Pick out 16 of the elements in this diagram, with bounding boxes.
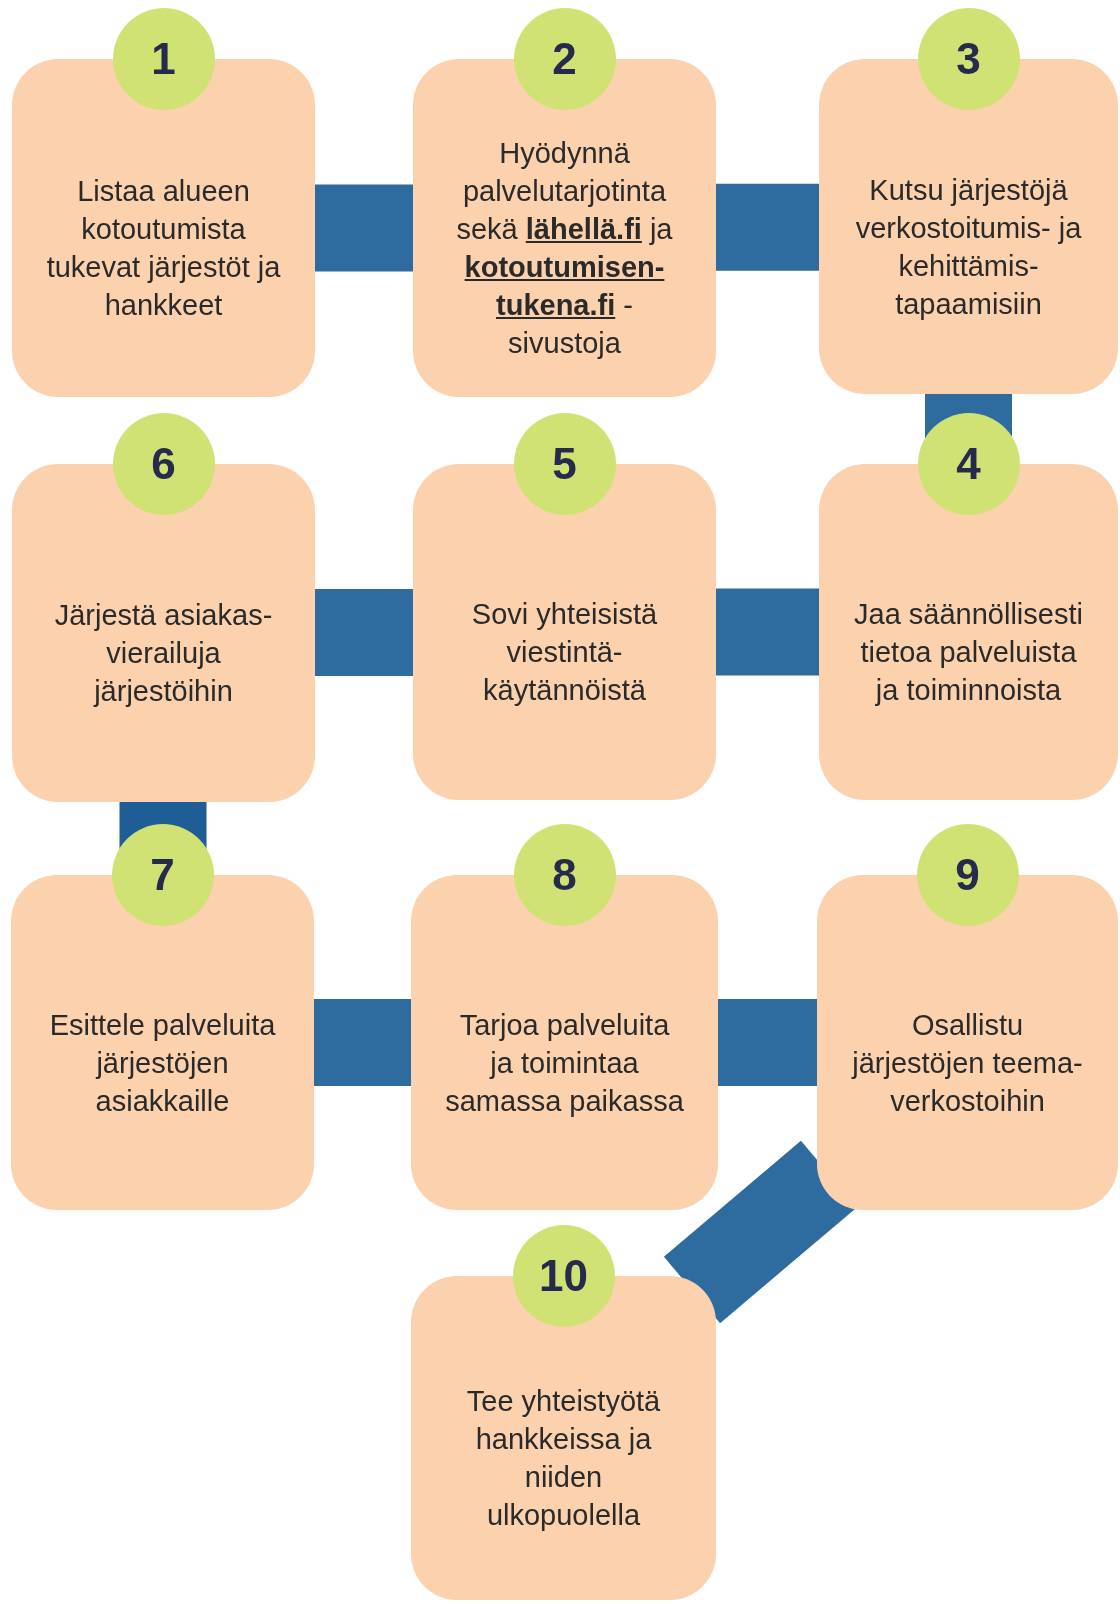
step-text: Jaa säännöllisesti tietoa palveluista ja toiminnoista [853, 597, 1084, 708]
step-text: Järjestä asiakas- vierailuja järjestöihin [53, 598, 274, 709]
step-text: Hyödynnä palvelutarjotinta sekä lähellä.fi ja kotoutumisen-tukena.fi -sivustoja [455, 136, 674, 361]
step-text: Osallistu järjestöjen teema- verkostoihin [851, 1007, 1084, 1119]
connector-bar [315, 589, 413, 676]
connector-bar [716, 183, 819, 271]
step-text: Sovi yhteisistä viestintä- käytännöistä [470, 597, 659, 708]
step-text: Listaa alueen kotoutumista tukevat järjestöt ja hankkeet [46, 174, 281, 323]
step-text: Tee yhteistyötä hankkeissa ja niiden ulkopuolella [465, 1384, 662, 1533]
step-text: Esittele palveluita järjestöjen asiakkaille [48, 1007, 277, 1119]
connector-bar [315, 184, 413, 272]
connector-bar [718, 999, 817, 1086]
connector-bar [314, 999, 411, 1086]
step-text: Kutsu järjestöjä verkostoitumis- ja kehittämis- tapaamisiin [854, 172, 1083, 322]
step-text: Tarjoa palveluita ja toimintaa samassa paikassa [445, 1007, 684, 1119]
connector-bar [716, 588, 819, 676]
